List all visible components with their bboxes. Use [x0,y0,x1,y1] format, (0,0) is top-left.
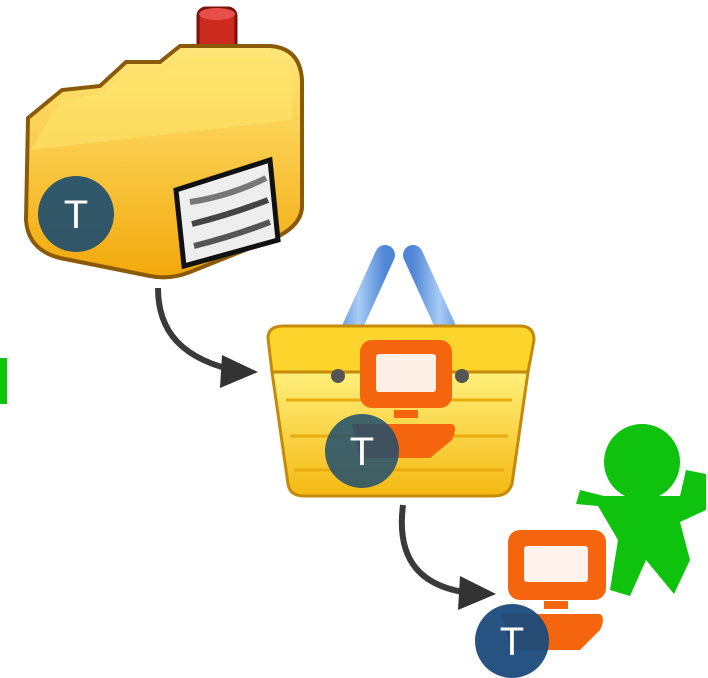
badge-label: T [350,430,374,474]
arrow-head-1 [220,355,258,388]
badge-label: T [500,620,524,664]
badge-factory: T [38,176,114,252]
badge-customer-computer: T [475,604,549,678]
computer-icon [502,530,606,650]
partial-person-icon [0,358,7,404]
badge-basket: T [325,414,399,488]
arrow-head-2 [458,576,496,610]
badge-label: T [64,193,88,237]
person-icon [576,424,706,596]
